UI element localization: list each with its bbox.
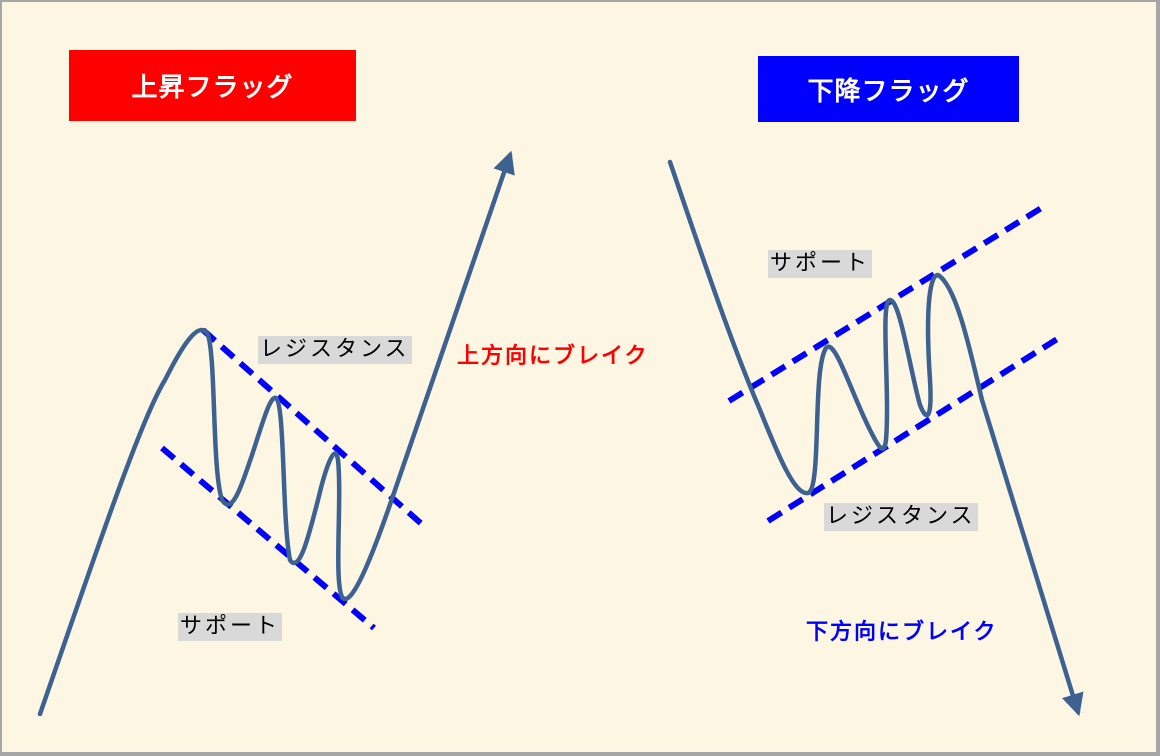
bull-break-label: 上方向にブレイク — [457, 344, 649, 369]
bear-flag-title: 下降フラッグ — [758, 56, 1019, 122]
bull-support-label: サポート — [178, 613, 283, 641]
bear-price-line — [667, 159, 1084, 717]
bear-break-label: 下方向にブレイク — [806, 620, 998, 645]
bear-support-label: サポート — [768, 250, 873, 278]
bull-price-line — [37, 150, 515, 717]
bull-flag-title: 上昇フラッグ — [69, 50, 356, 121]
bull-resistance-label: レジスタンス — [258, 336, 412, 364]
bear-resistance-line — [766, 333, 1064, 524]
bear-resistance-label: レジスタンス — [824, 503, 978, 531]
bull-support-line — [160, 445, 376, 631]
